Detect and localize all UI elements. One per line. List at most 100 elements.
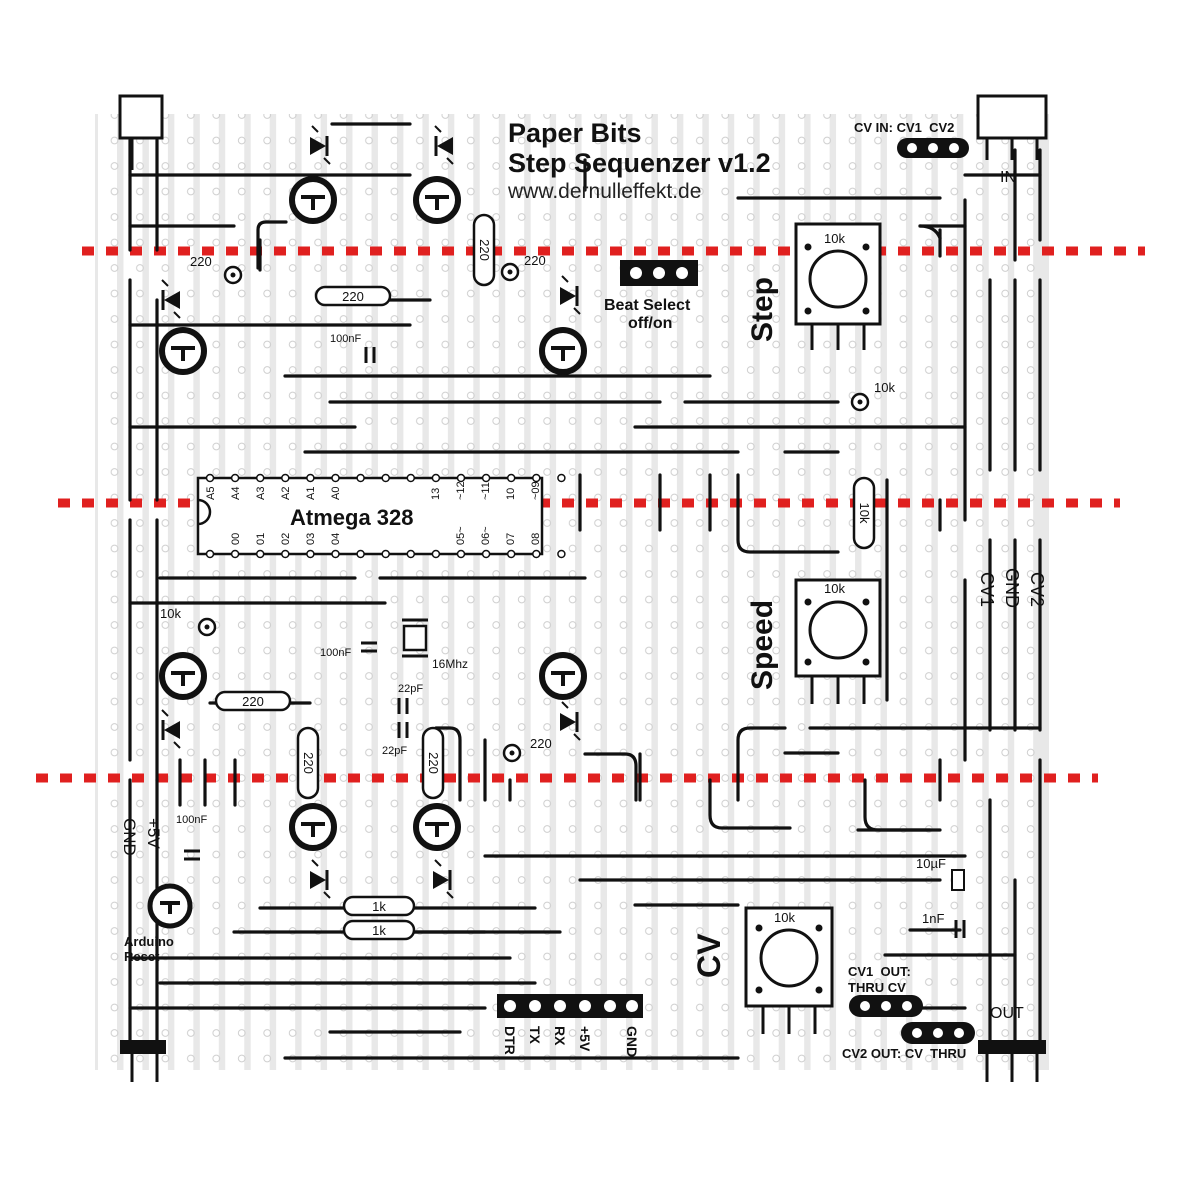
cap-1nf-label: 1nF [922,911,944,926]
led-rays [434,125,454,165]
jumper-cv1-out-label-1: CV1 OUT: [848,964,911,979]
transistor-mark [171,346,195,361]
chip-pin [406,549,416,559]
pot-step-label: Step [746,277,779,342]
ftdi-pin-label: TX [527,1026,543,1045]
chip-pin-label: 01 [255,533,267,545]
cap-100nf-3-label: 100nF [176,814,207,826]
transistor [289,803,337,851]
capacitor [361,641,377,653]
chip-pin [306,549,315,559]
transistor [159,327,207,375]
chip-pin [532,473,541,483]
beat-select-label-1: Beat Select [604,297,691,314]
jumper-cv2-out [901,1022,975,1044]
chip-pin-label: 04 [330,533,342,545]
resistor-body [421,726,445,800]
chip-pin-label: A1 [305,487,317,500]
resistor-end: 220 [500,253,546,282]
transistor-mark [551,671,575,686]
led-body [437,137,453,155]
chip-pin [381,549,390,559]
board-holes [95,114,1049,1070]
wire-bend [708,778,792,830]
led-body [164,721,180,739]
resistor: 1k [342,895,416,917]
led-rays [561,275,581,315]
chip-pin-label: 13 [430,488,442,500]
led [560,701,581,741]
chip-pin [431,473,441,483]
led [560,275,581,315]
transistor-mark [301,195,325,210]
transistor-mark [425,822,449,837]
cap-100nf-2-label: 100nF [320,647,351,659]
resistor: 1k [342,919,416,941]
chip-pin [230,549,240,559]
led-body [560,287,576,305]
ftdi-pin-label: +5V [577,1026,593,1052]
resistor-end-dot [230,272,236,278]
wire-bend [736,473,840,554]
led-rays [161,279,181,319]
jack-out-label: OUT [990,1005,1024,1022]
led [310,859,331,899]
chip-name: Atmega 328 [290,505,414,530]
power-header-top [118,94,164,170]
resistor-body [314,285,392,307]
jack-in-label: IN [1000,169,1016,186]
jack-gnd-label: GND [1002,568,1022,608]
resistor-end: 220 [190,254,243,285]
cap-10uf [951,869,965,891]
led-body [310,137,326,155]
resistor: 220 [296,726,320,800]
resistor-body [214,690,292,712]
cap-22pf-2-label: 22pF [382,745,407,757]
chip-pin-label: 08 [530,533,542,545]
resistor-end-label: 10k [160,606,181,621]
led [310,125,331,165]
chip-pin [557,473,566,483]
led [433,859,454,899]
resistor: 220 [421,726,445,800]
chip-pin [481,473,491,483]
led-rays [161,709,181,749]
resistor-end-dot [507,269,513,275]
transistor [539,652,587,700]
transistor-mark [301,822,325,837]
chip-pin-label: 03 [305,533,317,545]
title-line-2: Step Sequenzer v1.2 [508,148,771,178]
chip-pin [356,549,365,559]
resistor-body [852,476,876,550]
jumper-beat-select [620,260,698,286]
wire-bend [863,778,932,832]
pot-speed-label: Speed [746,600,779,690]
chip-pin [205,473,215,483]
transistor-mark [551,346,575,361]
chip-pin [381,473,390,483]
chip-pin [356,473,365,483]
chip-pin [230,473,240,483]
title-line-1: Paper Bits [508,118,642,148]
capacitor [397,698,409,714]
chip-pin [506,473,516,483]
chip-pin-label: 06~ [480,526,492,545]
chip-pin [431,549,441,559]
resistor-body [342,919,416,941]
resistor: 220 [314,285,392,307]
jumper-cv-in-label: CV IN: CV1 CV2 [854,120,954,135]
chip-pin [532,549,541,559]
power-5v-label: +5V [144,818,163,849]
chip-pin [281,549,290,559]
transistor [159,652,207,700]
resistor-body [342,895,416,917]
transistor-mark [425,195,449,210]
chip-pin [281,473,290,483]
resistor-label: 10k [857,503,872,524]
jumper-cv1-out-label-2: THRU CV [848,980,906,995]
pot-step: 10k [794,222,882,350]
chip-pin-label: 10 [505,488,517,500]
